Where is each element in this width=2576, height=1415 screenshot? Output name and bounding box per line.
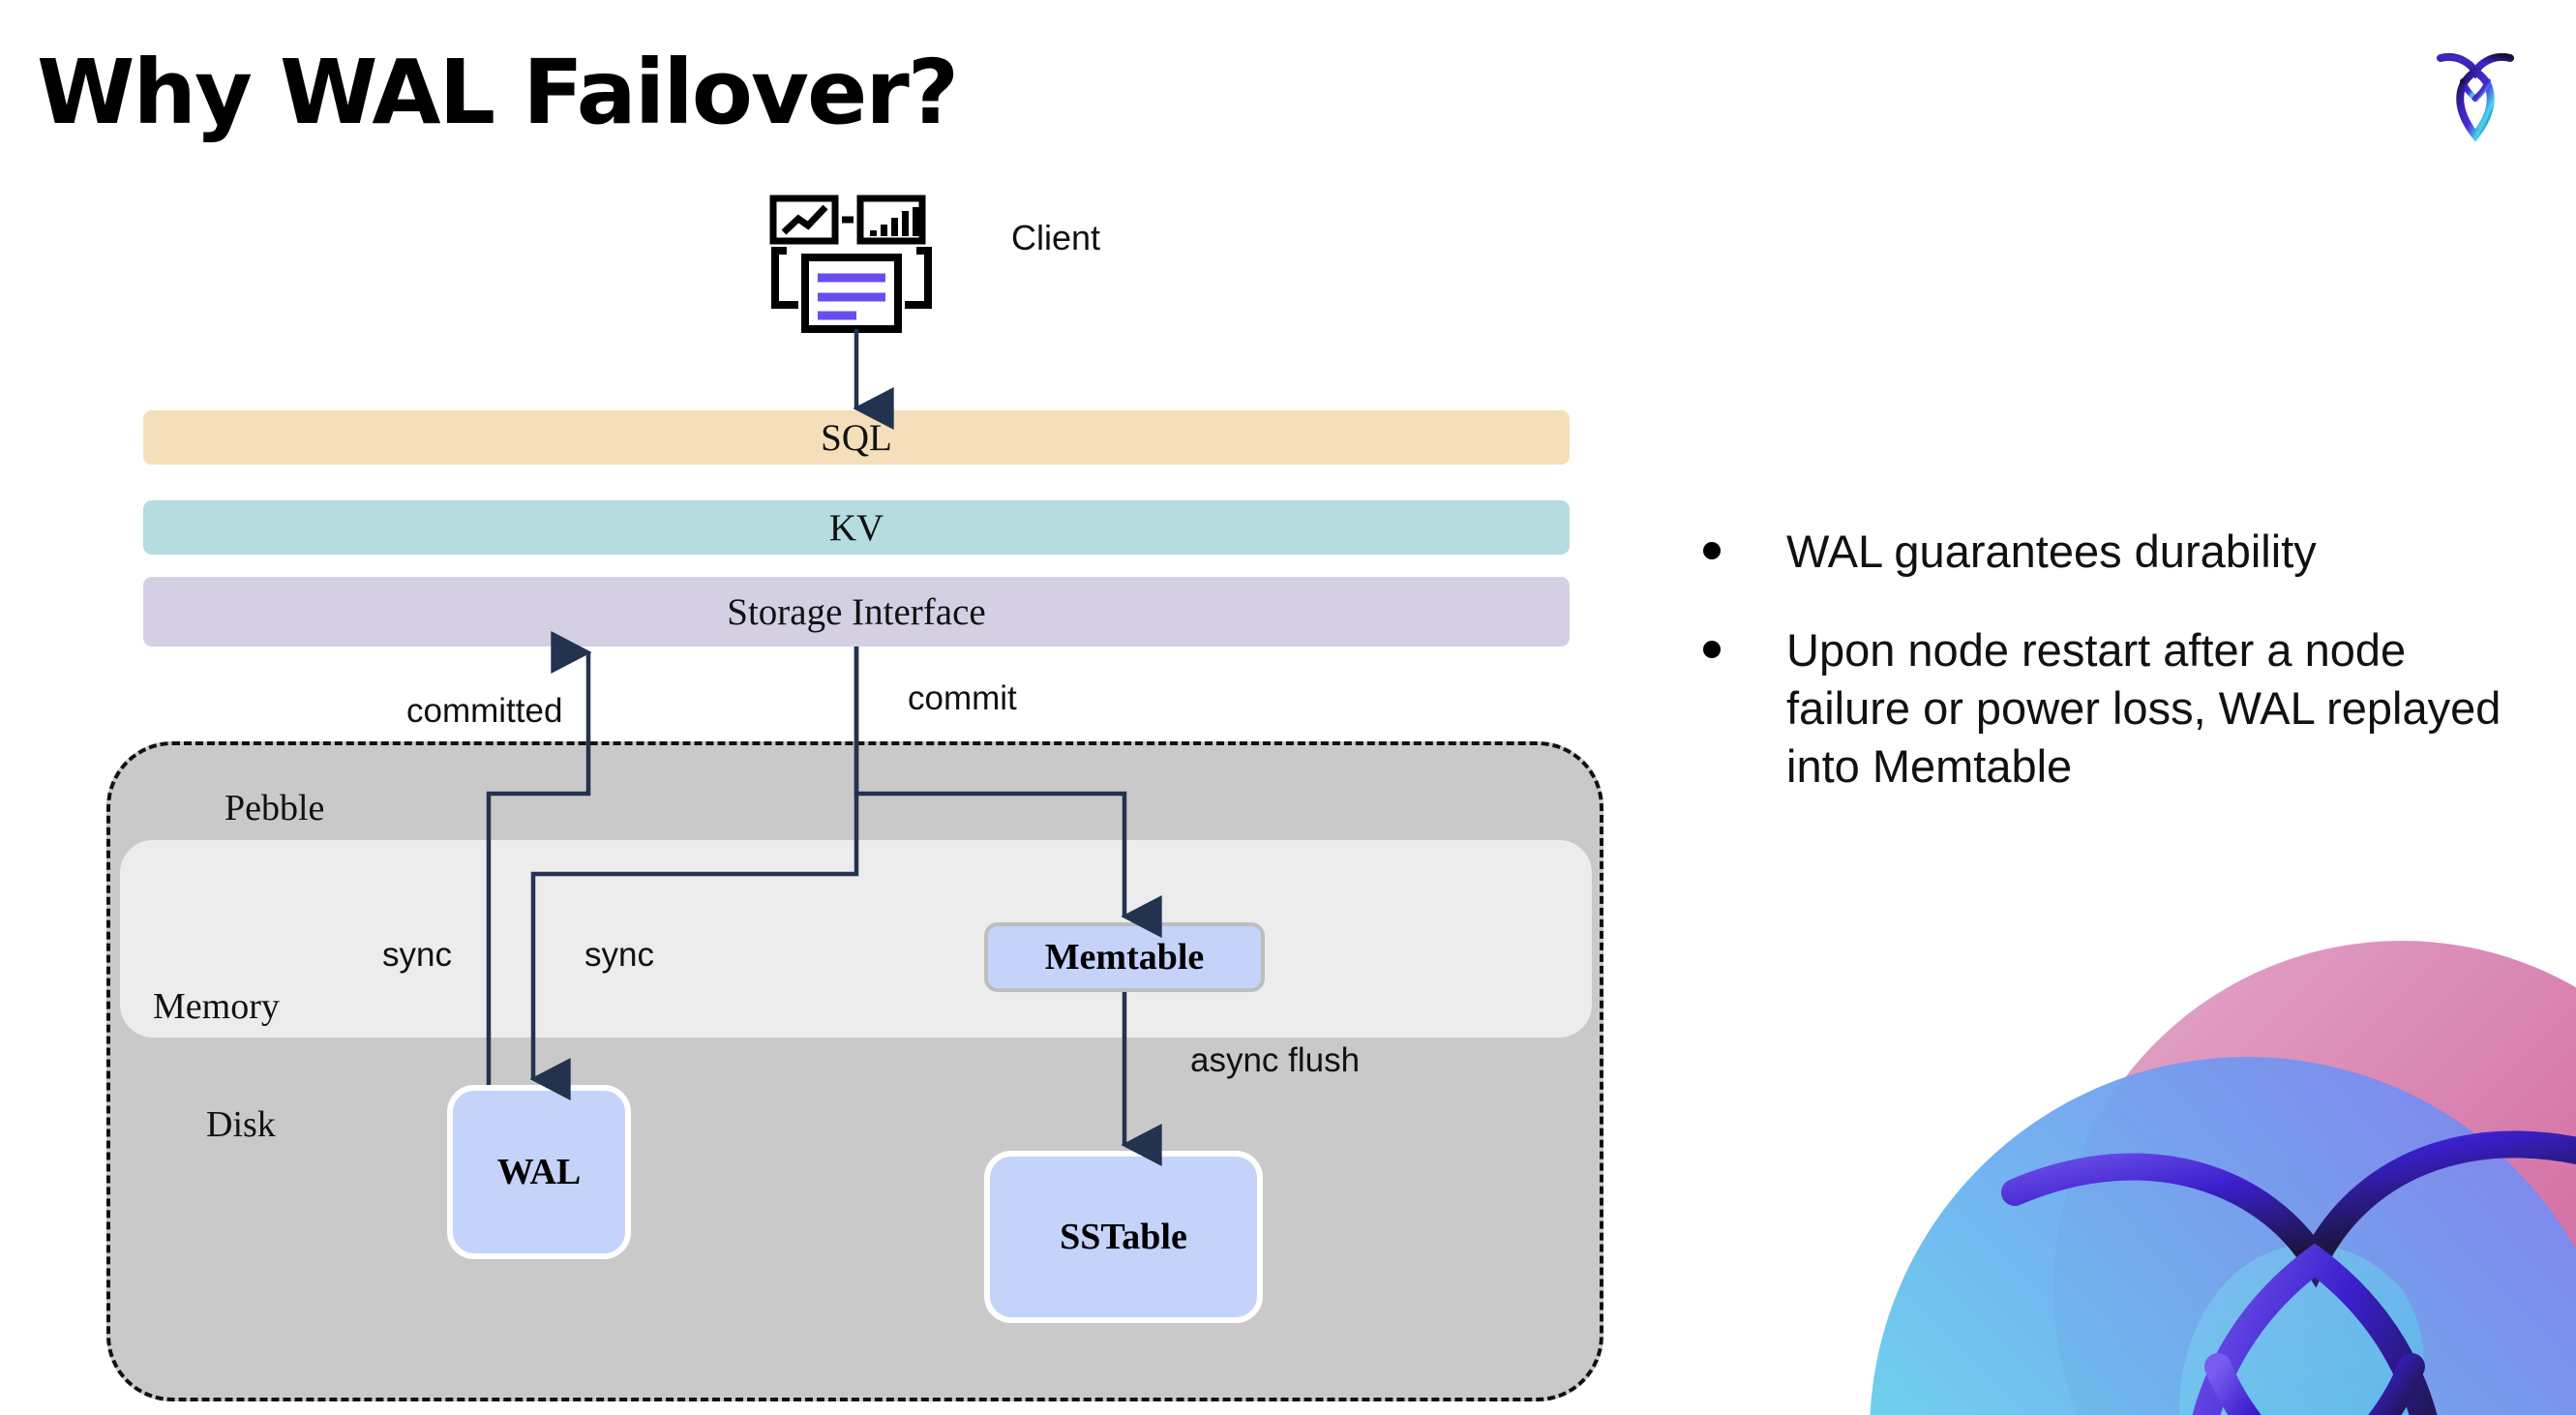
client-dashboard-icon (769, 194, 934, 334)
edge-label-committed: committed (406, 692, 563, 730)
node-label-wal: WAL (496, 1152, 582, 1192)
layer-label-storage-interface: Storage Interface (727, 590, 986, 633)
edge-label-sync-left: sync (382, 936, 452, 974)
layer-bar-kv[interactable]: KV (143, 500, 1570, 555)
bullet-dot-icon (1703, 641, 1721, 659)
edge-label-sync-right: sync (584, 936, 654, 974)
node-sstable[interactable]: SSTable (984, 1151, 1263, 1323)
page-title: Why WAL Failover? (37, 41, 959, 144)
layer-bar-sql[interactable]: SQL (143, 410, 1570, 465)
cockroachdb-logo-icon (2417, 33, 2533, 149)
list-item: Upon node restart after a node failure o… (1703, 621, 2506, 796)
disk-label: Disk (206, 1104, 276, 1145)
list-item: WAL guarantees durability (1703, 523, 2506, 581)
memory-region (120, 840, 1592, 1038)
bullet-text: Upon node restart after a node failure o… (1786, 624, 2501, 793)
client-label: Client (1011, 218, 1101, 257)
node-label-memtable: Memtable (1044, 937, 1205, 978)
architecture-diagram: Pebble Memory Disk SQL KV Storage Interf… (106, 194, 1603, 1401)
pebble-label: Pebble (225, 788, 325, 828)
memory-label: Memory (153, 986, 280, 1027)
cockroachdb-watermark-icon (1860, 873, 2576, 1415)
edge-label-async-flush: async flush (1190, 1041, 1361, 1079)
bullet-dot-icon (1703, 542, 1721, 559)
node-label-sstable: SSTable (1060, 1217, 1187, 1257)
edge-label-commit: commit (908, 679, 1017, 717)
node-memtable[interactable]: Memtable (984, 922, 1265, 992)
node-wal[interactable]: WAL (447, 1085, 631, 1259)
bullet-text: WAL guarantees durability (1786, 526, 2317, 577)
bullet-list: WAL guarantees durability Upon node rest… (1703, 523, 2506, 837)
layer-bar-storage-interface[interactable]: Storage Interface (143, 577, 1570, 647)
layer-label-sql: SQL (821, 416, 892, 459)
layer-label-kv: KV (828, 506, 884, 549)
